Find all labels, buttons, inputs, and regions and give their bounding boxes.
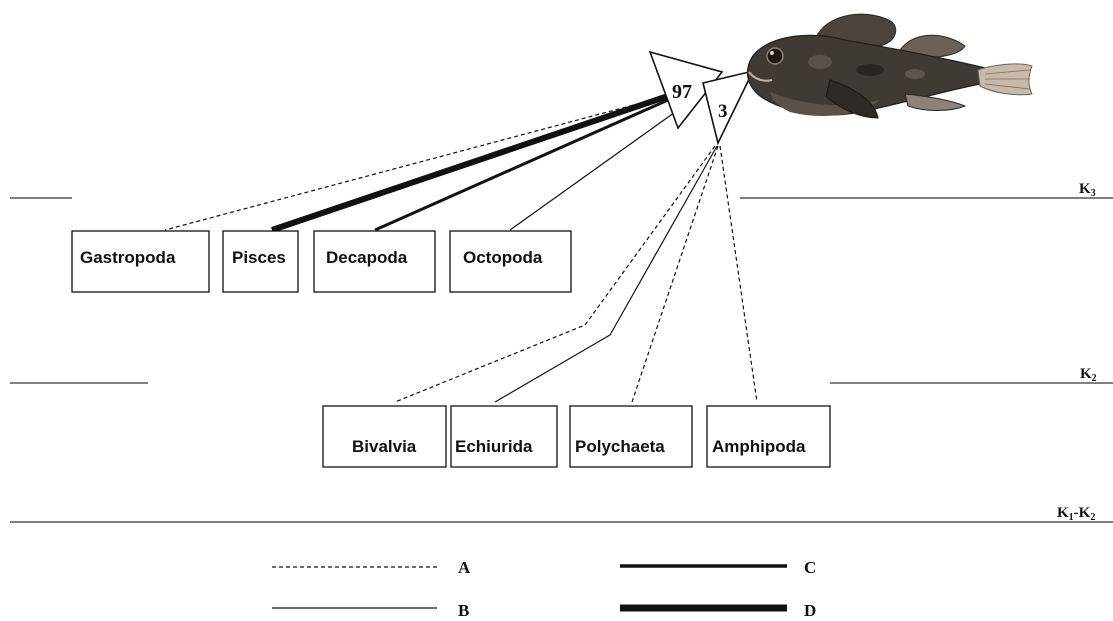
upper-box-decapoda-label: Decapoda: [326, 248, 408, 267]
lower-box-amphipoda: Amphipoda: [707, 406, 830, 467]
connector-amphipoda: [720, 146, 757, 402]
upper-box-decapoda: Decapoda: [314, 231, 435, 292]
legend-label-a: A: [458, 558, 471, 577]
legend-label-d: D: [804, 601, 816, 620]
triangle-secondary: [703, 71, 753, 143]
lower-box-bivalvia: Bivalvia: [323, 406, 446, 467]
fish-spot: [808, 55, 832, 69]
upper-box-pisces: Pisces: [223, 231, 298, 292]
fish-photo: [748, 14, 1033, 118]
upper-box-pisces-label: Pisces: [232, 248, 286, 267]
connector-gastropoda: [165, 98, 660, 230]
triangle-secondary-value: 3: [718, 101, 728, 122]
upper-box-gastropoda-label: Gastropoda: [80, 248, 176, 267]
fish-eye: [767, 48, 783, 64]
legend: A B C D: [272, 558, 816, 620]
legend-label-c: C: [804, 558, 816, 577]
upper-box-octopoda-label: Octopoda: [463, 248, 543, 267]
upper-box-octopoda: Octopoda: [450, 231, 571, 292]
lower-connectors: [395, 146, 757, 402]
triangle-main-value: 97: [672, 81, 692, 103]
fish-eye-highlight: [770, 51, 774, 55]
lower-box-echiurida: Echiurida: [451, 406, 557, 467]
upper-box-gastropoda: Gastropoda: [72, 231, 209, 292]
level-label-k1k2: K1-K2: [1057, 505, 1095, 523]
lower-box-amphipoda-label: Amphipoda: [712, 437, 806, 456]
fish-spot: [905, 69, 925, 79]
fish-anal-fin: [905, 94, 965, 111]
connector-octopoda: [510, 110, 678, 230]
lower-box-polychaeta: Polychaeta: [570, 406, 692, 467]
connector-decapoda: [375, 100, 668, 230]
lower-box-polychaeta-label: Polychaeta: [575, 437, 665, 456]
lower-box-bivalvia-label: Bivalvia: [352, 437, 417, 456]
level-label-k3: K3: [1079, 181, 1096, 199]
legend-label-b: B: [458, 601, 469, 620]
level-label-k2: K2: [1080, 366, 1097, 384]
upper-connectors: [165, 96, 678, 230]
lower-box-echiurida-label: Echiurida: [455, 437, 533, 456]
fish-spot: [856, 64, 884, 76]
connector-pisces: [272, 96, 668, 230]
